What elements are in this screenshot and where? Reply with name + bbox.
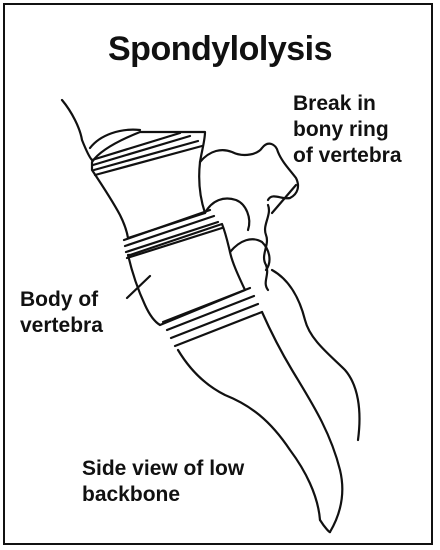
disc-lower-stripe — [167, 296, 254, 330]
posterior-elements-2 — [205, 199, 249, 230]
disc-lower-stripe — [163, 288, 250, 322]
label-body-of-vertebra: Body of vertebra — [20, 287, 103, 339]
posterior-elements — [200, 144, 298, 200]
leader-break — [272, 185, 296, 213]
disc-middle-stripe — [127, 228, 222, 258]
disc-upper-stripe — [93, 136, 190, 165]
leader-body — [127, 276, 150, 298]
disc-lower-stripe — [175, 312, 262, 346]
sacrum-outline — [262, 312, 342, 532]
spine-front-outline — [62, 100, 92, 160]
break-line — [264, 205, 269, 290]
spine-front-outline-2 — [90, 130, 140, 148]
disc-middle-stripe — [126, 222, 218, 252]
tailbone-tip — [320, 520, 330, 532]
caption-side-view: Side view of low backbone — [82, 456, 244, 508]
sacrum-back — [272, 270, 359, 440]
label-break-in-bony-ring: Break in bony ring of vertebra — [293, 91, 402, 169]
disc-lower-stripe — [171, 304, 258, 338]
